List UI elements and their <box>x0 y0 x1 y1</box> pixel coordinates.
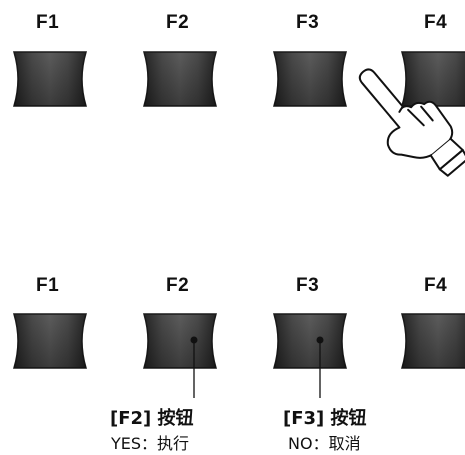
top-f1-button[interactable] <box>12 50 88 108</box>
top-f2-button[interactable] <box>142 50 218 108</box>
bottom-f3-button[interactable] <box>272 312 348 370</box>
bottom-label-f1: F1 <box>36 275 60 296</box>
top-label-f3: F3 <box>296 12 320 33</box>
top-f3-button[interactable] <box>272 50 348 108</box>
bottom-label-f2: F2 <box>166 275 190 296</box>
top-label-f4: F4 <box>424 12 448 33</box>
top-label-f2: F2 <box>166 12 190 33</box>
top-f4-button[interactable] <box>400 50 465 108</box>
f2-callout-title: [F2] 按钮 <box>110 408 194 429</box>
bottom-f4-button[interactable] <box>400 312 465 370</box>
top-label-f1: F1 <box>36 12 60 33</box>
bottom-label-f4: F4 <box>424 275 448 296</box>
bottom-label-f3: F3 <box>296 275 320 296</box>
f3-callout-subtitle: NO：取消 <box>288 434 361 453</box>
f2-callout-subtitle: YES：执行 <box>111 434 190 453</box>
bottom-f1-button[interactable] <box>12 312 88 370</box>
bottom-f2-button[interactable] <box>142 312 218 370</box>
f3-callout-title: [F3] 按钮 <box>283 408 367 429</box>
